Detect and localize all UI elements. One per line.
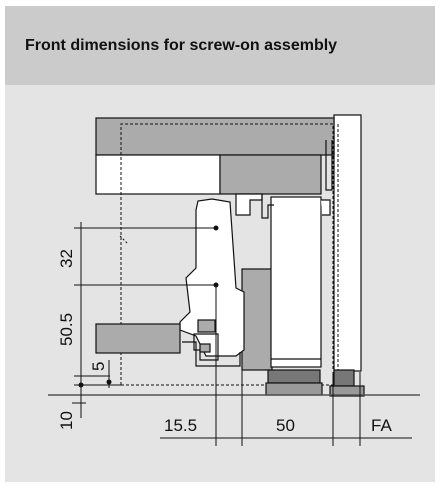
foot-left-bottom: [265, 382, 323, 396]
hinge-bracket: [179, 198, 245, 357]
foot-right-top: [333, 369, 355, 387]
dim-32: 32: [57, 249, 76, 268]
dim-10: 10: [57, 411, 76, 430]
dim-15-5: 15.5: [164, 416, 197, 435]
dim-50-5: 50.5: [57, 313, 76, 346]
side-hook: [325, 140, 333, 191]
dashed-front-outline: [120, 123, 334, 385]
hinge-cup: [193, 333, 219, 361]
top-bracket: [235, 193, 263, 216]
dim-fa: FA: [371, 416, 392, 435]
hook-clip: [261, 194, 274, 219]
dim-50: 50: [276, 416, 295, 435]
front-panel-white: [95, 154, 221, 195]
page-title: Front dimensions for screw-on assembly: [25, 37, 338, 54]
foot-right-bottom: [329, 385, 365, 397]
front-panel-grey: [219, 154, 322, 195]
foot-left-top: [267, 369, 321, 384]
hinge-pin: [199, 343, 211, 353]
side-clip: [321, 199, 331, 216]
hinge-arm: [182, 341, 241, 367]
cabinet-base-block: [241, 268, 273, 371]
cabinet-side-panel: [333, 114, 362, 372]
mounting-plate: [95, 323, 181, 354]
adjust-screw: [197, 319, 216, 333]
dim-5: 5: [89, 362, 108, 371]
header-bar: Front dimensions for screw-on assembly: [5, 6, 435, 85]
runner-body: [270, 196, 322, 368]
